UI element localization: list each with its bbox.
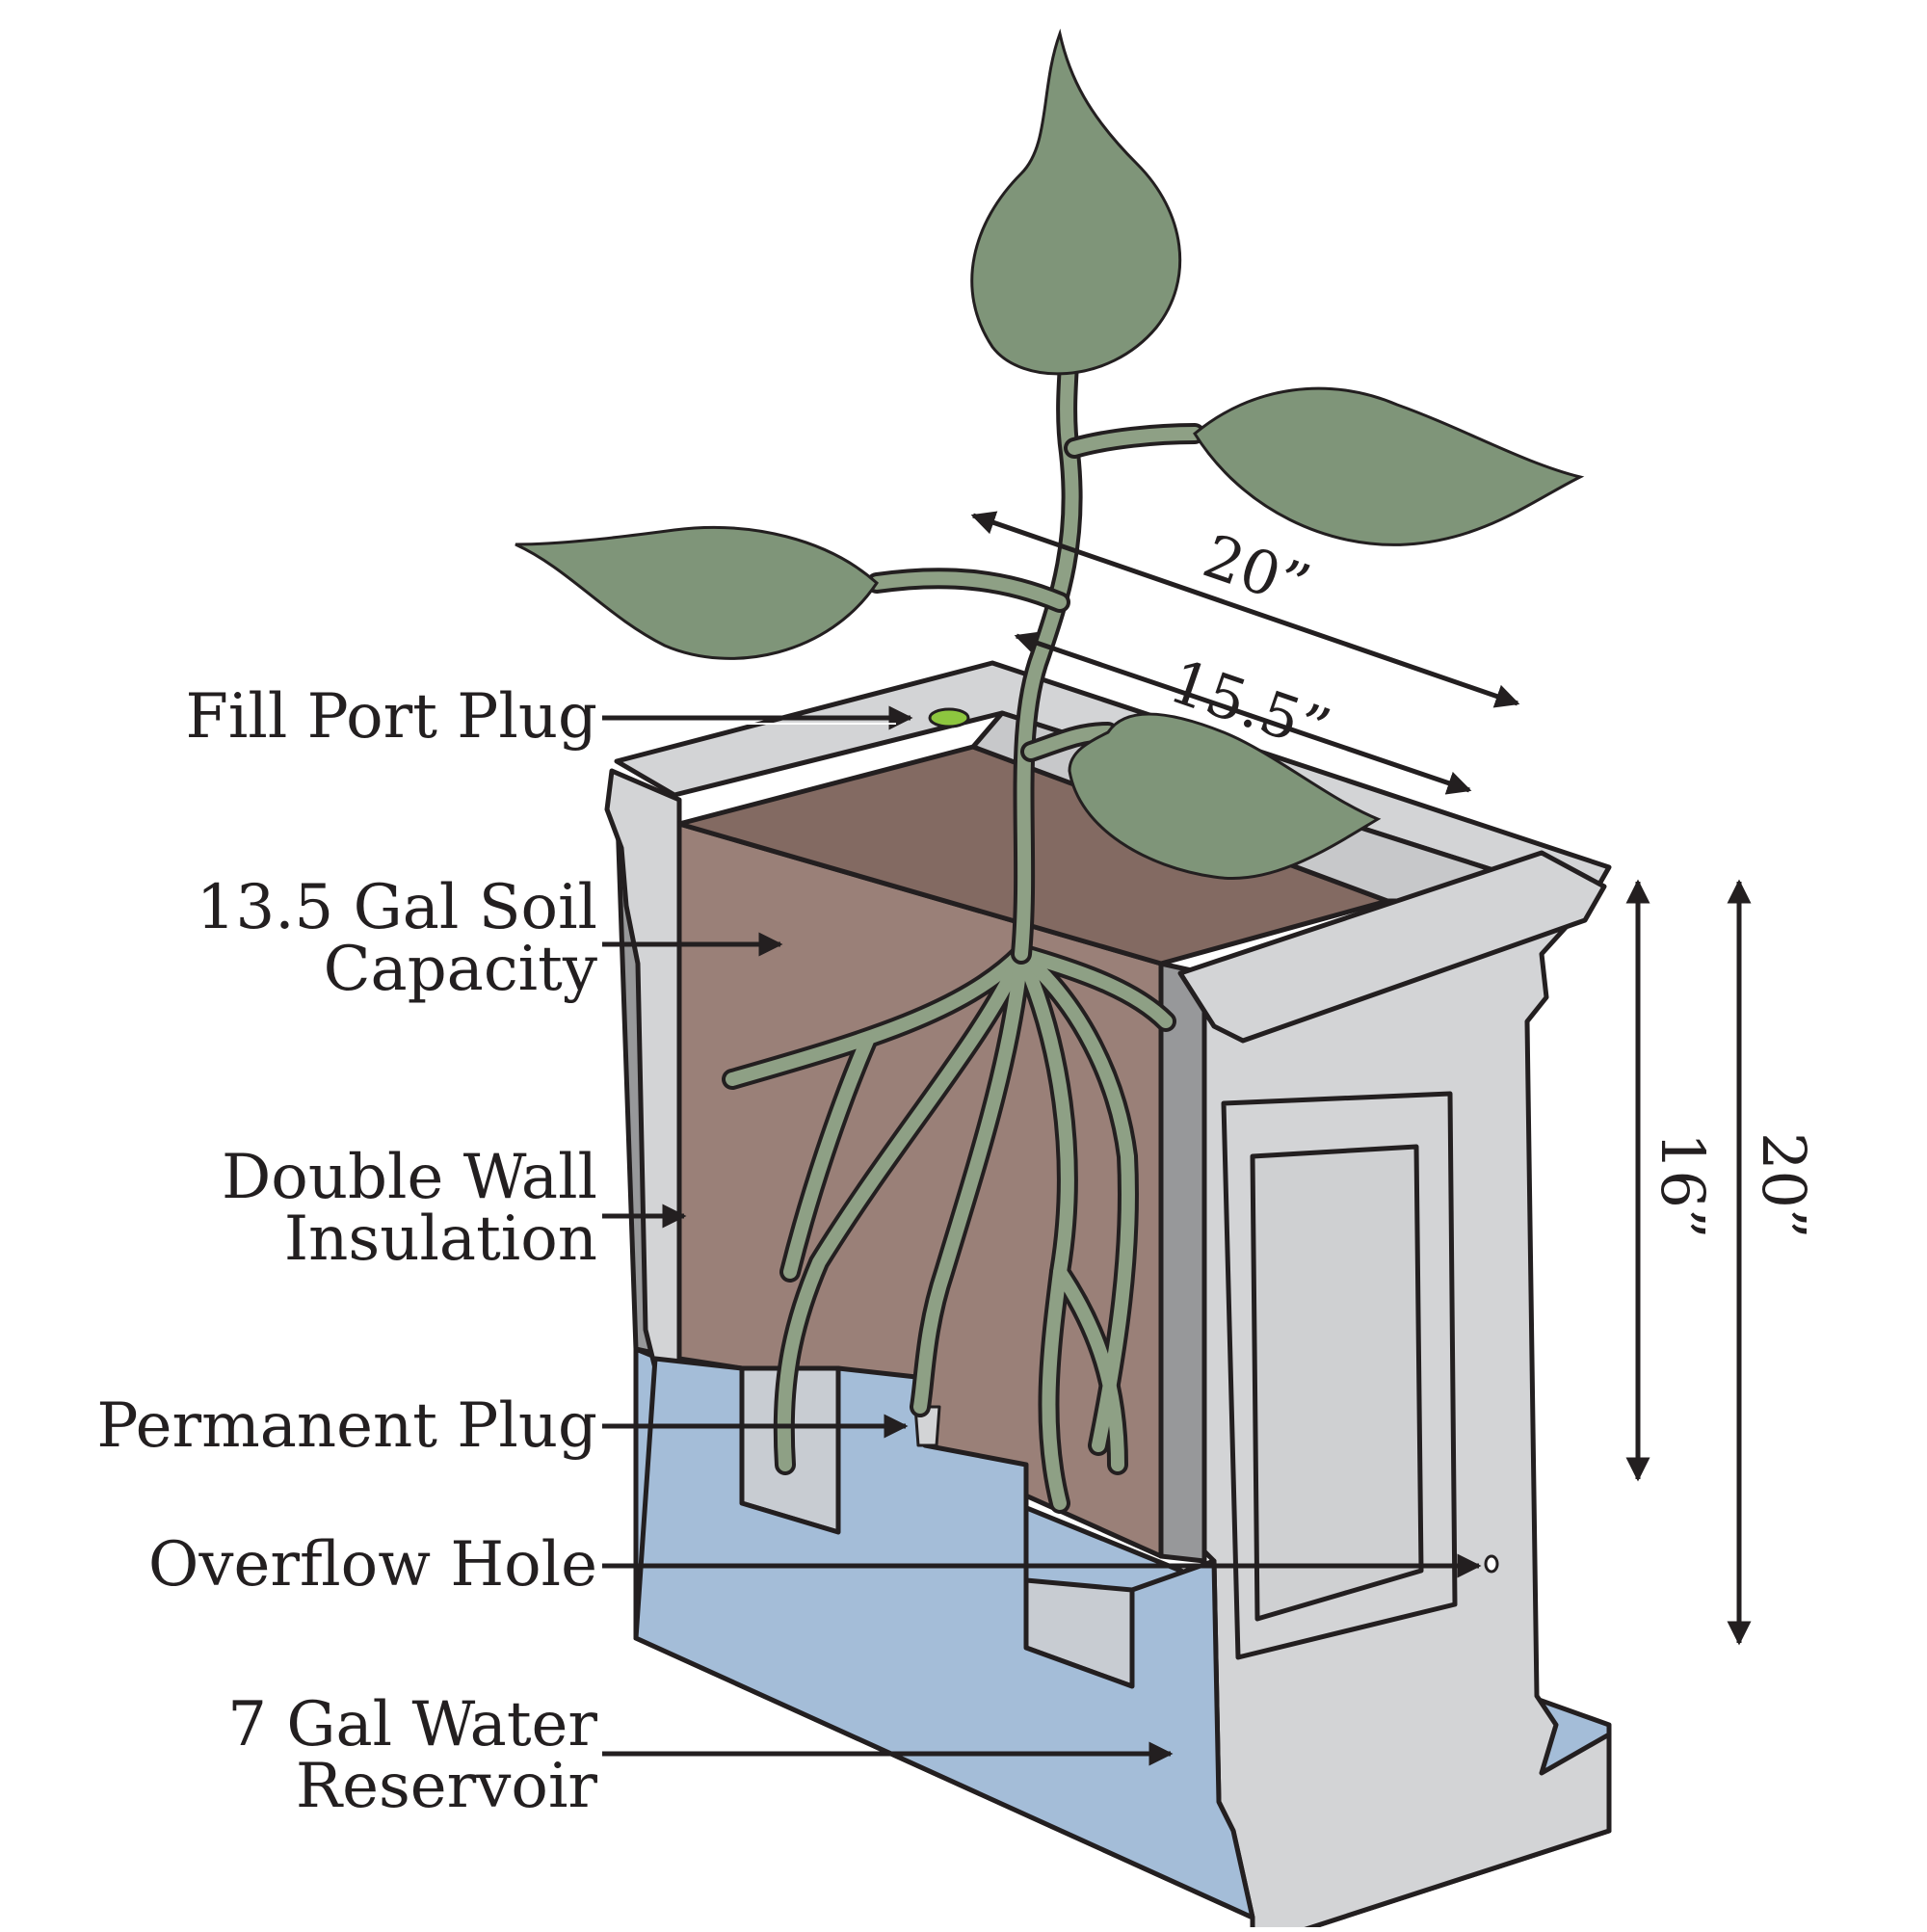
double-wall-line2: Insulation <box>283 1204 597 1275</box>
fill-port-plug-text: Fill Port Plug <box>185 681 597 753</box>
soil-capacity-label: 13.5 Gal Soil Capacity <box>197 877 597 1000</box>
overflow-hole <box>1484 1554 1499 1574</box>
outer-width-label: 20” <box>1195 520 1318 622</box>
leaf-top <box>970 28 1182 376</box>
overflow-hole-text: Overflow Hole <box>147 1529 597 1601</box>
callout-lines <box>602 705 1482 1766</box>
planter-illustration <box>604 660 1612 1932</box>
permanent-plug-text: Permanent Plug <box>96 1390 597 1462</box>
inner-width-arrow <box>1014 631 1472 795</box>
permanent-plug-label: Permanent Plug <box>96 1395 597 1457</box>
water-reservoir-label: 7 Gal Water Reservoir <box>227 1694 597 1817</box>
inner-height-label: 16” <box>1648 1132 1718 1239</box>
roots-fill <box>726 947 1173 1510</box>
double-wall-label: Double Wall Insulation <box>222 1147 597 1270</box>
leaf-left <box>515 526 879 660</box>
dimension-arrows <box>970 511 1752 1646</box>
fill-port-plug <box>928 707 970 728</box>
overflow-hole-label: Overflow Hole <box>148 1534 597 1596</box>
leaf-right <box>1193 386 1585 546</box>
double-wall-line1: Double Wall <box>221 1142 597 1213</box>
water-reservoir-line2: Reservoir <box>295 1751 597 1822</box>
soil-capacity-line2: Capacity <box>323 934 597 1005</box>
outer-height-label: 20” <box>1749 1132 1819 1239</box>
water-reservoir-line1: 7 Gal Water <box>227 1689 597 1760</box>
soil-capacity-line1: 13.5 Gal Soil <box>196 872 597 943</box>
right-inner-wall <box>1158 961 1207 1564</box>
fill-port-plug-label: Fill Port Plug <box>185 686 597 748</box>
